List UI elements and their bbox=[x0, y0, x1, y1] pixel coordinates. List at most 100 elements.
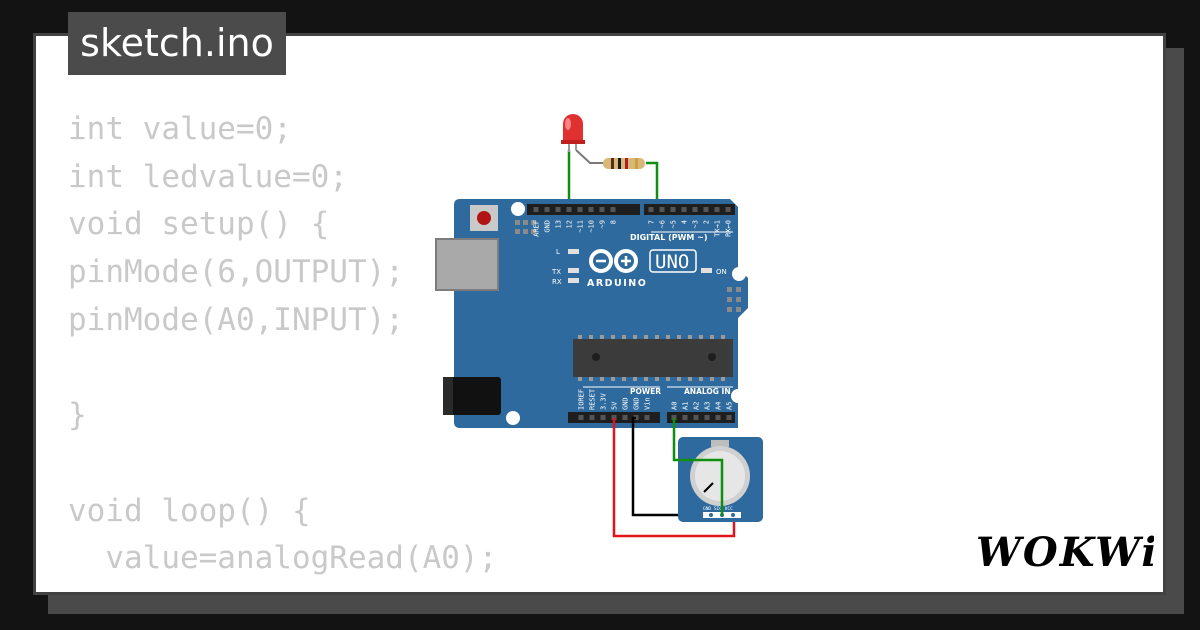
header-pin-hole[interactable] bbox=[648, 207, 654, 212]
chip-leg bbox=[666, 377, 670, 381]
pin-label: ~3 bbox=[692, 220, 700, 228]
header-pin-hole[interactable] bbox=[715, 415, 721, 420]
chip-leg bbox=[699, 377, 703, 381]
reset-button[interactable] bbox=[470, 205, 498, 231]
pin-label: ~6 bbox=[659, 220, 667, 228]
header-pin-hole[interactable] bbox=[611, 415, 617, 420]
header-pin-hole[interactable] bbox=[533, 207, 539, 212]
header-pin-hole[interactable] bbox=[704, 415, 710, 420]
header-pin-hole[interactable] bbox=[578, 415, 584, 420]
wire-5v-red bbox=[612, 418, 736, 538]
potentiometer[interactable]: GND SIG VCC bbox=[678, 437, 763, 522]
wokwi-logo-text: WOKWi bbox=[976, 529, 1154, 576]
header-pin-hole[interactable] bbox=[622, 415, 628, 420]
chip-leg bbox=[611, 335, 615, 339]
chip-leg bbox=[721, 335, 725, 339]
wire-resistor-pin6 bbox=[646, 161, 659, 210]
file-tab[interactable]: sketch.ino bbox=[68, 12, 286, 75]
power-jack bbox=[443, 377, 501, 415]
pin-label: 4 bbox=[681, 220, 689, 224]
chip-leg bbox=[611, 377, 615, 381]
code-listing: int value=0;int ledvalue=0;void setup() … bbox=[68, 106, 721, 592]
led-rx-label: RX bbox=[552, 278, 562, 286]
potentiometer-pin-labels: GND SIG VCC bbox=[703, 506, 733, 512]
arduino-logo-icon bbox=[589, 249, 638, 273]
chip-leg bbox=[644, 377, 648, 381]
header-pin-hole[interactable] bbox=[714, 207, 720, 212]
pin-label: Vin bbox=[644, 397, 652, 410]
header-pin-hole[interactable] bbox=[670, 207, 676, 212]
pin-label: ~9 bbox=[599, 220, 607, 228]
header-pin-hole[interactable] bbox=[682, 415, 688, 420]
pin-label: GND bbox=[544, 220, 552, 233]
pin-label: A0 bbox=[671, 402, 679, 410]
potentiometer-knob[interactable] bbox=[695, 451, 745, 501]
pin-label: ~10 bbox=[588, 220, 596, 233]
led-tx-label: TX bbox=[551, 268, 561, 276]
code-line: int value=0; bbox=[68, 111, 292, 147]
pin-label: TX→1 bbox=[714, 220, 722, 237]
chip-leg bbox=[677, 377, 681, 381]
header-pin-hole[interactable] bbox=[566, 207, 572, 212]
pin-label: 13 bbox=[555, 220, 563, 228]
pin-label: ~11 bbox=[577, 220, 585, 233]
pin-label: 12 bbox=[566, 220, 574, 228]
pin-label: 2 bbox=[703, 220, 711, 224]
header-pin-hole[interactable] bbox=[599, 207, 605, 212]
header-pin-hole[interactable] bbox=[555, 207, 561, 212]
chip-leg bbox=[578, 377, 582, 381]
pin-label: AREF bbox=[533, 220, 541, 237]
chip-leg bbox=[655, 335, 659, 339]
header-pin-hole[interactable] bbox=[600, 415, 606, 420]
chip-leg bbox=[600, 377, 604, 381]
pin-label: A1 bbox=[682, 402, 690, 410]
led-on-label: ON bbox=[716, 268, 727, 276]
header-pin-hole[interactable] bbox=[703, 207, 709, 212]
header-pin-hole[interactable] bbox=[577, 207, 583, 212]
usb-port bbox=[435, 238, 499, 291]
analog-label: ANALOG IN bbox=[684, 387, 731, 396]
chip-leg bbox=[589, 377, 593, 381]
header-pin-hole[interactable] bbox=[588, 207, 594, 212]
pin-label: GND bbox=[633, 397, 641, 410]
chip-leg bbox=[644, 335, 648, 339]
pin-label: IOREF bbox=[578, 389, 586, 410]
wire-signal-green bbox=[672, 418, 724, 516]
pin-label: A5 bbox=[726, 402, 734, 410]
digital-header-left bbox=[527, 204, 640, 215]
digital-label: DIGITAL (PWM ~) bbox=[630, 233, 708, 242]
code-line: pinMode(6,OUTPUT); bbox=[68, 254, 404, 291]
analog-header bbox=[667, 412, 735, 423]
header-pin-hole[interactable] bbox=[610, 207, 616, 212]
chip-leg bbox=[721, 377, 725, 381]
chip-leg bbox=[699, 335, 703, 339]
header-pin-hole[interactable] bbox=[693, 415, 699, 420]
code-line: void loop() { bbox=[68, 492, 311, 529]
header-pin-hole[interactable] bbox=[644, 415, 650, 420]
chip-leg bbox=[688, 377, 692, 381]
pin-label: RESET bbox=[589, 388, 597, 410]
header-pin-hole[interactable] bbox=[726, 415, 732, 420]
header-pin-hole[interactable] bbox=[544, 207, 550, 212]
red-led[interactable] bbox=[561, 114, 585, 152]
header-pin-hole[interactable] bbox=[681, 207, 687, 212]
chip-leg bbox=[589, 335, 593, 339]
header-pin-hole[interactable] bbox=[589, 415, 595, 420]
header-pin-hole[interactable] bbox=[725, 207, 731, 212]
header-pin-hole[interactable] bbox=[659, 207, 665, 212]
resistor[interactable] bbox=[603, 158, 645, 169]
chip-leg bbox=[600, 335, 604, 339]
header-pin-hole[interactable] bbox=[692, 207, 698, 212]
wire-led-resistor bbox=[575, 149, 604, 164]
chip-leg bbox=[633, 377, 637, 381]
pin-label: 3.3V bbox=[600, 392, 608, 410]
chip-leg bbox=[633, 335, 637, 339]
header-pin-hole[interactable] bbox=[671, 415, 677, 420]
code-line: value=analogRead(A0); bbox=[68, 540, 498, 577]
code-line: int ledvalue=0; bbox=[68, 158, 348, 195]
pin-label: 5V bbox=[611, 401, 619, 410]
pin-label: RX←0 bbox=[725, 220, 733, 237]
chip-leg bbox=[688, 335, 692, 339]
